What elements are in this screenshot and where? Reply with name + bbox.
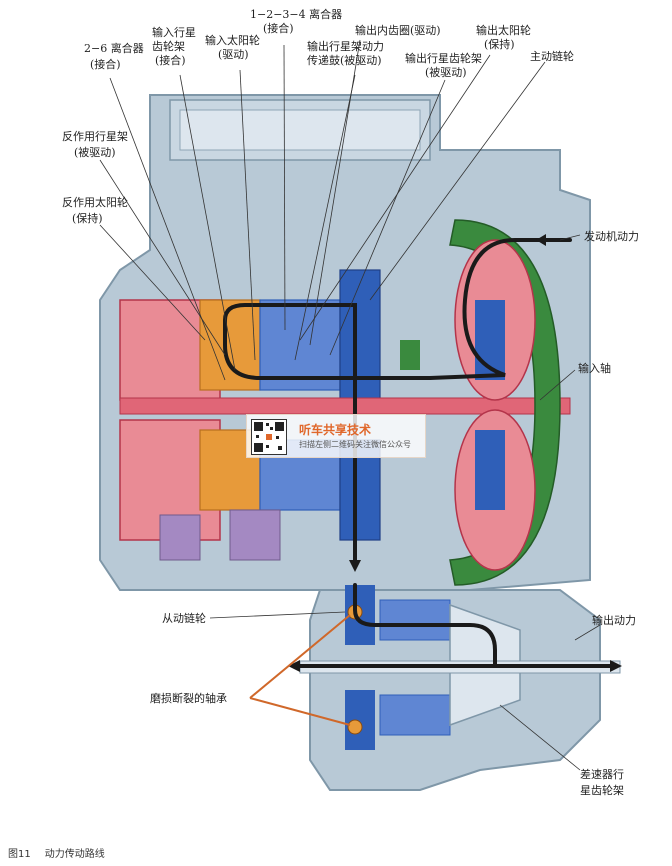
label-output-sun-state: (保持) xyxy=(484,37,515,51)
label-output-carrier: 输出行星齿轮架 xyxy=(405,51,482,65)
label-output-carrier-drum: 输出行星架动力 xyxy=(307,39,384,53)
label-reaction-carrier-state: (被驱动) xyxy=(74,146,116,159)
torque-converter xyxy=(449,219,561,586)
label-reaction-carrier: 反作用行星架 xyxy=(62,130,128,143)
watermark-banner: 听车共享技术 扫描左侧二维码关注微信公众号 xyxy=(246,414,426,458)
figure-caption: 图11 动力传动路线 xyxy=(8,845,119,860)
label-input-sun: 输入太阳轮 xyxy=(205,33,260,47)
label-worn-bearing: 磨损断裂的轴承 xyxy=(150,691,227,705)
label-output-ring: 输出内齿圈(驱动) xyxy=(355,23,441,37)
label-diff-carrier-2: 星齿轮架 xyxy=(580,783,624,797)
bearing-callout-lines xyxy=(249,614,351,726)
watermark-subtitle: 扫描左侧二维码关注微信公众号 xyxy=(299,440,411,449)
label-output-carrier-state: (被驱动) xyxy=(425,66,467,79)
label-input-sun-state: (驱动) xyxy=(218,48,249,61)
leader-lines xyxy=(99,39,601,771)
label-clutch-1234-state: (接合) xyxy=(263,21,294,35)
qr-code-icon xyxy=(251,419,287,455)
label-input-shaft: 输入轴 xyxy=(578,361,611,375)
figure-number: 图11 xyxy=(8,849,31,860)
watermark-title: 听车共享技术 xyxy=(299,423,372,437)
label-driven-sprocket: 从动链轮 xyxy=(162,611,206,625)
label-diff-carrier: 差速器行 xyxy=(580,767,624,781)
label-clutch-1234: 1−2−3−4 离合器 xyxy=(250,7,342,21)
label-drive-sprocket: 主动链轮 xyxy=(530,49,574,63)
label-input-carrier: 输入行星 xyxy=(152,25,196,39)
label-engine-power: 发动机动力 xyxy=(584,229,639,243)
label-input-carrier-2: 齿轮架 xyxy=(152,39,185,53)
power-flow-path xyxy=(223,238,612,668)
label-reaction-sun: 反作用太阳轮 xyxy=(62,195,128,209)
label-output-power: 输出动力 xyxy=(592,613,636,627)
arrowheads xyxy=(288,234,622,672)
figure-title: 动力传动路线 xyxy=(44,849,105,860)
label-output-sun: 输出太阳轮 xyxy=(476,23,531,37)
label-clutch-26-state: (接合) xyxy=(90,57,121,71)
label-clutch-26: 2−6 离合器 xyxy=(84,41,144,55)
label-reaction-sun-state: (保持) xyxy=(72,211,103,225)
label-output-carrier-drum-2: 传递鼓(被驱动) xyxy=(307,53,382,67)
label-input-carrier-state: (接合) xyxy=(155,53,186,67)
